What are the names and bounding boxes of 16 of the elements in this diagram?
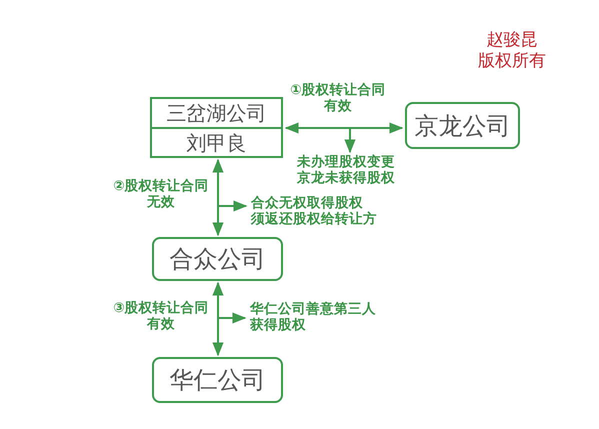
outcome-text: 未办理股权变更京龙未获得股权: [297, 154, 407, 186]
arrow: [212, 158, 224, 236]
company-box: 合众公司: [152, 237, 283, 281]
arrow: [212, 282, 224, 356]
copyright-note: 赵骏昆版权所有: [477, 30, 547, 72]
branch-arrow: [218, 312, 246, 324]
outcome-text: 华仁公司善意第三人获得股权: [250, 301, 390, 333]
arrow: [284, 122, 404, 134]
outcome-text: 合众无权取得股权须返还股权给转让方: [251, 195, 386, 227]
company-box: 华仁公司: [152, 357, 283, 403]
branch-arrow: [344, 128, 356, 154]
company-box: 京龙公司: [405, 102, 520, 149]
edge-label: ②股权转让合同无效: [112, 178, 210, 210]
branch-arrow: [218, 200, 248, 212]
party-box: 三岔湖公司 刘甲良: [150, 97, 283, 158]
edge-label: ③股权转让合同有效: [112, 300, 210, 332]
